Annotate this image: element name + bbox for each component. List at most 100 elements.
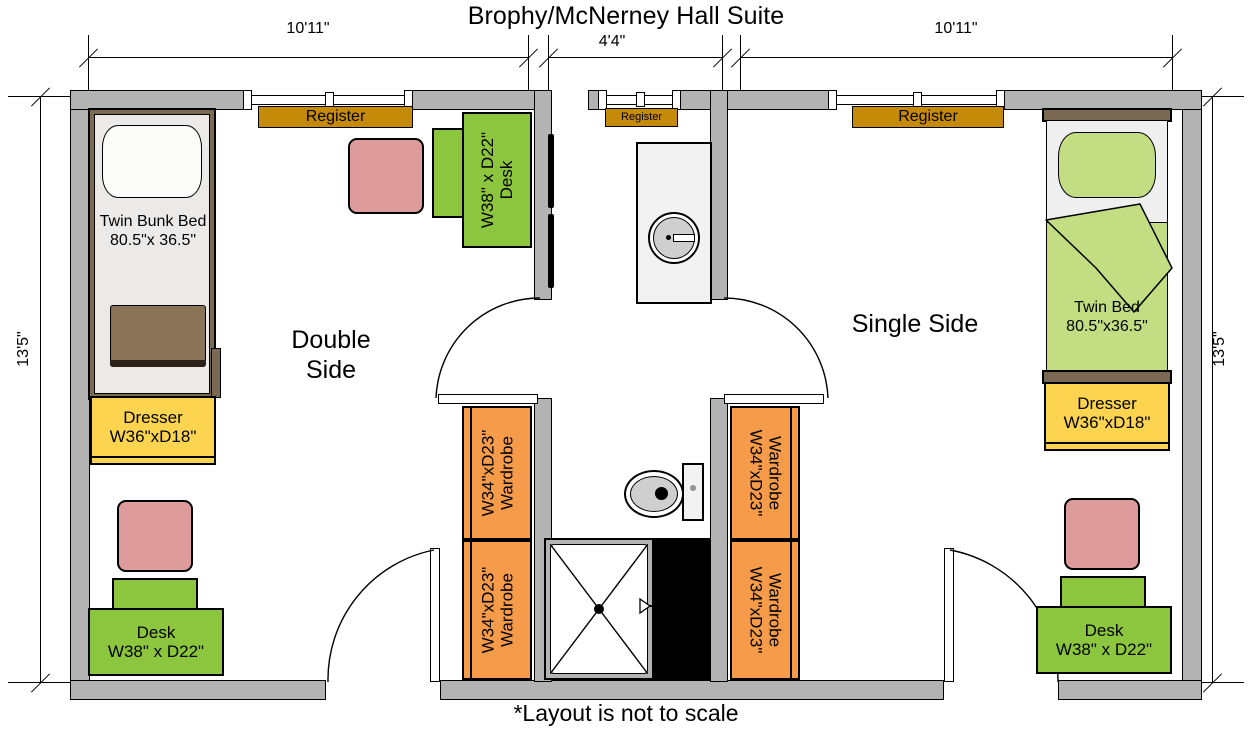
bath-door-right-leaf[interactable] (724, 394, 824, 404)
dimension-left-label: 13'5" (15, 331, 32, 367)
wardrobe-left-upper-door-line (470, 406, 472, 540)
desk-lower-left-label-line1: Desk (136, 622, 176, 642)
desk-lower-right: Desk W38" x D22" (1036, 606, 1172, 674)
wardrobe-left-lower-door-line (470, 540, 472, 680)
dresser-left-label-line2: W36"xD18" (109, 427, 197, 446)
wardrobe-left-upper-label: W34"xD23" Wardrobe (478, 430, 516, 517)
twin-bed-label: Twin Bed 80.5"x36.5" (1040, 298, 1174, 336)
desk-upper-left-label-line1: Desk (497, 160, 516, 200)
chair-lower-right (1064, 498, 1140, 570)
wardrobe-right-lower: Wardrobe W34"xD23" (730, 540, 800, 680)
bath-door-left-leaf[interactable] (438, 394, 538, 404)
bunk-bed-label: Twin Bunk Bed 80.5"x 36.5" (86, 212, 220, 250)
dimension-extension-b (528, 35, 529, 91)
exterior-wall-right (1182, 90, 1202, 682)
wardrobe-left-upper-label-line2: W34"xD23" (477, 429, 497, 517)
chair-lower-left (117, 500, 193, 572)
window-right-mullion (913, 92, 922, 107)
dimension-top-left-line (88, 57, 529, 58)
bunk-bed-blanket-icon (110, 305, 206, 367)
twin-bed-pillow-icon (1058, 132, 1156, 198)
dresser-right-base (1044, 442, 1170, 451)
room-label-double-line2: Side (305, 355, 357, 384)
dimension-right-line (1212, 96, 1213, 682)
room-label-double-line1: Double (291, 326, 371, 354)
exterior-wall-left (70, 90, 90, 682)
desk-lower-left-label-line2: W38" x D22" (107, 642, 205, 661)
window-left-jamb-a (243, 90, 252, 110)
desk-upper-left-label: W38" x D22" Desk (478, 132, 516, 228)
exterior-wall-top-d (676, 90, 830, 110)
bath-door-right-arc (723, 297, 829, 399)
chair-upper-left (348, 138, 424, 214)
toilet-tank-icon (682, 463, 704, 521)
twin-bed-blanket-fold-icon (1045, 203, 1173, 313)
dimension-top-right-label: 10'11" (934, 20, 978, 37)
toilet-tank-button-icon (690, 485, 696, 491)
wardrobe-right-upper-label: Wardrobe W34"xD23" (746, 430, 784, 517)
wardrobe-left-lower-label: W34"xD23" Wardrobe (478, 567, 516, 654)
wardrobe-right-lower-label-line1: Wardrobe (765, 572, 785, 647)
dimension-extension-f (1172, 35, 1173, 91)
desk-upper-left-return (432, 128, 464, 218)
dimension-right-label: 13'5" (1211, 331, 1228, 367)
desk-lower-right-label-line1: Desk (1084, 620, 1124, 640)
exterior-wall-bottom-b (440, 680, 944, 700)
bunk-bed-blanket-fold (110, 360, 206, 367)
toilet-flush-hole-icon (655, 487, 668, 500)
room-label-double: Double Side (246, 326, 416, 385)
entry-door-left-leaf[interactable] (430, 548, 440, 682)
bath-black-panel (654, 538, 710, 680)
exterior-wall-top-e (1000, 90, 1202, 110)
wardrobe-left-upper: W34"xD23" Wardrobe (462, 406, 532, 540)
dimension-extension-a (88, 35, 89, 91)
register-left: Register (258, 106, 413, 128)
wardrobe-left-lower: W34"xD23" Wardrobe (462, 540, 532, 680)
dresser-left-base (90, 456, 216, 465)
twin-bed-label-line1: Twin Bed (1074, 299, 1140, 316)
dresser-right-label-line1: Dresser (1077, 393, 1137, 413)
exterior-wall-top-a (70, 90, 245, 110)
dimension-top-right-line (740, 57, 1173, 58)
desk-lower-right-return (1060, 576, 1146, 608)
dimension-top-center-label: 4'4" (598, 33, 626, 50)
sink-faucet-icon (673, 234, 695, 242)
bunk-bed-label-line1: Twin Bunk Bed (99, 213, 207, 230)
exterior-wall-bottom-a (70, 680, 326, 700)
wardrobe-right-upper-label-line2: W34"xD23" (746, 429, 765, 517)
wardrobe-right-lower-label-line2: W34"xD23" (746, 566, 765, 654)
wardrobe-left-lower-label-line2: W34"xD23" (477, 566, 497, 654)
dimension-extension-d (722, 35, 723, 91)
twin-bed-label-line2: 80.5"x36.5" (1066, 318, 1148, 336)
shower-drain-cross-icon (550, 544, 648, 674)
wardrobe-right-lower-label: Wardrobe W34"xD23" (746, 567, 784, 654)
bunk-bed-pillow-icon (102, 125, 202, 198)
entry-door-right-leaf[interactable] (944, 548, 954, 682)
footnote: *Layout is not to scale (513, 700, 739, 726)
wardrobe-right-upper-door-line (790, 406, 792, 540)
window-right-jamb-a (828, 90, 837, 110)
window-left-mullion (325, 92, 334, 107)
desk-lower-right-label-line2: W38" x D22" (1055, 640, 1153, 659)
wardrobe-right-upper-label-line1: Wardrobe (765, 435, 785, 510)
wardrobe-left-lower-label-line1: Wardrobe (497, 573, 516, 648)
dimension-extension-e (740, 35, 741, 91)
bunk-bed-ladder-rail (211, 348, 221, 398)
desk-upper-left: W38" x D22" Desk (462, 112, 532, 248)
toilet-seat-icon (630, 476, 678, 512)
dimension-extension-c (548, 35, 549, 91)
dimension-left-line (40, 96, 41, 682)
bunk-bed-label-line2: 80.5"x 36.5" (109, 232, 197, 250)
bath-door-left-arc (435, 297, 541, 399)
exterior-wall-bottom-c (1058, 680, 1202, 700)
room-label-single: Single Side (851, 310, 979, 338)
bath-wall-right (710, 398, 728, 682)
window-center-jamb-a (598, 90, 607, 110)
page-title: Brophy/McNerney Hall Suite (467, 2, 785, 30)
interior-wall-right-core (710, 90, 728, 300)
sink-drain-icon (666, 235, 671, 240)
wardrobe-right-lower-door-line (790, 540, 792, 680)
dimension-top-left-label: 10'11" (286, 20, 330, 37)
wardrobe-left-upper-label-line1: Wardrobe (497, 436, 516, 511)
